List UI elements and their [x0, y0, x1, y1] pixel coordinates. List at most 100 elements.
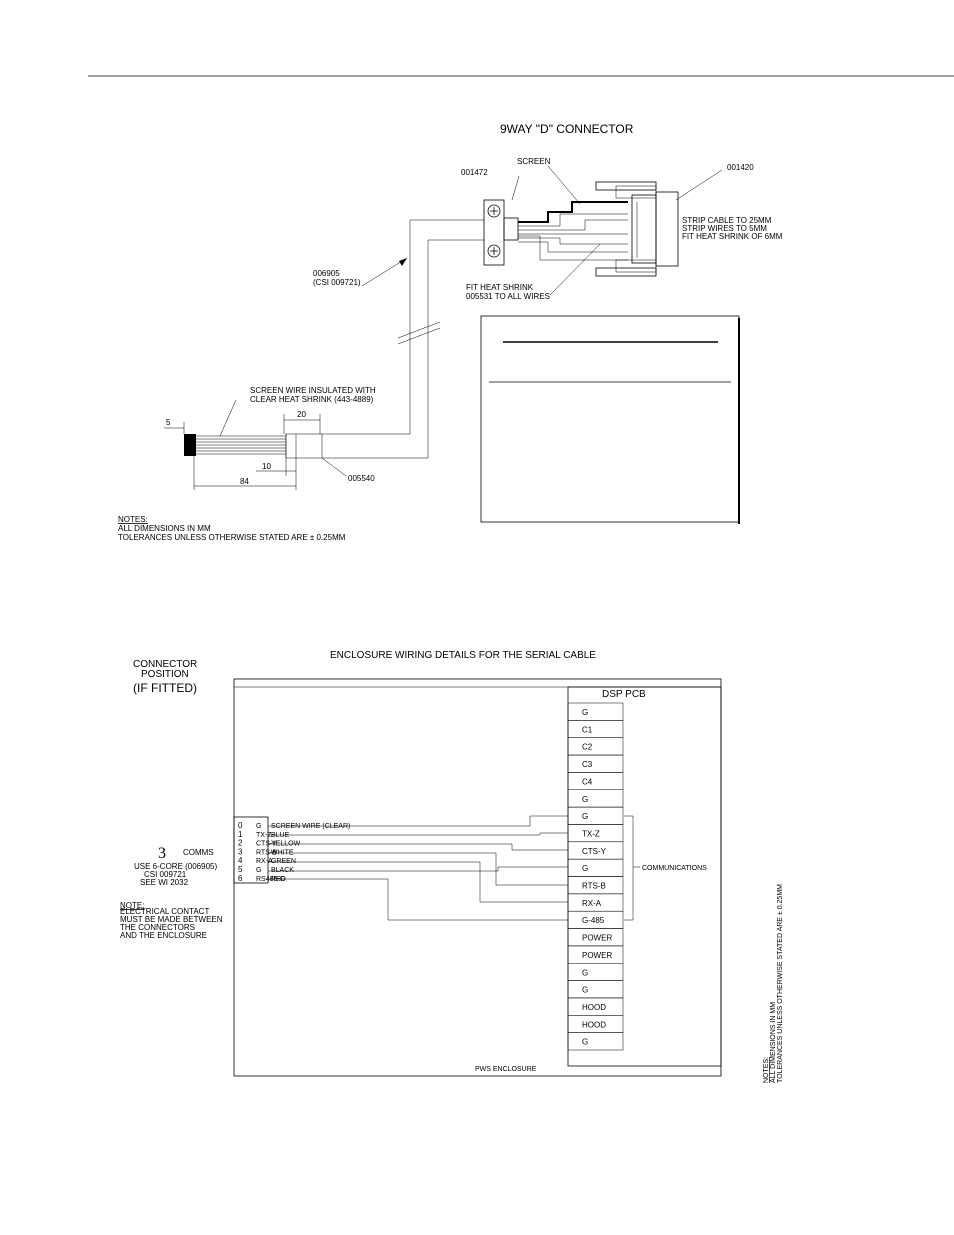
pcb-pin-label: G — [582, 812, 588, 821]
pcb-pin-label: RTS-B — [582, 882, 606, 891]
pcb-pin-box — [567, 858, 624, 877]
note-line-4: AND THE ENCLOSURE — [120, 931, 207, 940]
note-line-2: MUST BE MADE BETWEEN — [120, 915, 223, 924]
pcb-pin-label: C4 — [582, 777, 593, 786]
pcb-pin-label: G — [582, 986, 588, 995]
cable-part-label-2: (CSI 009721) — [313, 278, 361, 287]
leader-001420 — [675, 169, 723, 201]
terminal-number: 4 — [238, 856, 243, 865]
terminal-number: 2 — [238, 839, 243, 848]
d-connector-flange — [655, 191, 679, 267]
cable-outer-top — [322, 219, 484, 435]
pcb-pin-box — [567, 772, 624, 791]
communications-label: COMMUNICATIONS — [642, 865, 707, 872]
wire — [518, 237, 628, 245]
wire — [518, 235, 628, 261]
cable-sleeve — [503, 217, 519, 241]
screen-wire-label-1: SCREEN WIRE INSULATED WITH — [250, 386, 376, 395]
title-block-frame — [480, 315, 740, 523]
route-blue — [268, 832, 568, 836]
pcb-pin-label: CTS-Y — [582, 847, 607, 856]
terminal-signal: RTS-B — [256, 849, 277, 856]
dim-20: 20 — [297, 410, 306, 419]
d-connector-jackpost-bottom — [615, 259, 657, 273]
terminal-signal: RX-A — [256, 858, 273, 865]
terminal-number: 5 — [238, 865, 243, 874]
route-yellow — [268, 843, 568, 851]
notes-line-1: ALL DIMENSIONS IN MM — [118, 524, 211, 533]
terminal-number: 3 — [238, 847, 243, 856]
comms-number: 3 — [158, 845, 166, 862]
rotated-notes-line-2: TOLERANCES UNLESS OTHERWISE STATED ARE ±… — [777, 884, 784, 1083]
rotated-notes-title: NOTES: — [763, 1057, 770, 1083]
enclosure-frame — [233, 678, 722, 1077]
leader-heat-shrink — [549, 243, 601, 296]
cable-run — [322, 219, 484, 459]
comms-bracket — [624, 815, 634, 921]
terminal-number: 0 — [238, 821, 243, 830]
wire-color-label: BLUE — [271, 832, 290, 839]
leader-screen — [547, 165, 581, 205]
pcb-pin-label: G-485 — [582, 916, 605, 925]
strip-note-1: STRIP CABLE TO 25MM — [682, 216, 772, 225]
wire-color-label: BLACK — [271, 867, 294, 874]
comms-label: COMMS — [183, 848, 214, 857]
pcb-pin-list: GC1C2C3C4GGTX-ZCTS-YGRTS-BRX-AG-485POWER… — [567, 702, 624, 1051]
pcb-pin-box — [567, 720, 624, 738]
arrow-icon — [399, 258, 407, 266]
pcb-pin-box — [567, 702, 624, 721]
terminal-signal: G — [256, 823, 261, 830]
use-note-3: SEE WI 2032 — [140, 878, 189, 887]
terminal-signal: RS485-G — [256, 876, 285, 883]
strip-note-3: FIT HEAT SHRINK OF 6MM — [682, 232, 783, 241]
terminal-number: 1 — [238, 830, 243, 839]
label-001472: 001472 — [461, 168, 488, 177]
cable-part-label-1: 006905 — [313, 269, 340, 278]
leader-screen-wire — [219, 399, 237, 437]
routing-wires — [268, 815, 568, 921]
heat-shrink-label-1: FIT HEAT SHRINK — [466, 283, 534, 292]
pcb-pin-label: HOOD — [582, 1003, 606, 1012]
pcb-pin-box — [567, 980, 624, 999]
d-connector-jackpost-top — [615, 185, 657, 199]
wire — [518, 213, 628, 227]
route-red — [268, 878, 568, 921]
dim-5: 5 — [166, 418, 171, 427]
wire-color-label: GREEN — [271, 858, 296, 865]
wire — [518, 241, 628, 253]
notes-title: NOTES: — [118, 515, 148, 524]
pcb-pin-label: C2 — [582, 743, 593, 752]
heat-shrink-sleeve — [285, 433, 323, 459]
wire-color-label: RED — [271, 876, 286, 883]
wire-tips — [184, 434, 196, 456]
wire-color-label: SCREEN WIRE (CLEAR) — [271, 823, 350, 830]
leader-001472 — [511, 175, 520, 201]
stripped-cable-end — [184, 399, 347, 477]
pcb-pin-label: G — [582, 968, 588, 977]
connector-wires — [518, 201, 628, 261]
terminal-block — [233, 816, 269, 884]
use-note-2: CSI 009721 — [144, 870, 187, 879]
pcb-pin-label: C3 — [582, 760, 593, 769]
rotated-notes-line-1: ALL DIMENSIONS IN MM — [770, 1002, 777, 1083]
pcb-pin-label: G — [582, 1038, 588, 1047]
break-mark — [397, 327, 441, 345]
connector-position-1: CONNECTOR — [133, 659, 197, 670]
leader-006905 — [361, 257, 408, 287]
terminal-signal: TX-Z — [256, 832, 272, 839]
pcb-pin-box — [567, 789, 624, 808]
leader-005540 — [321, 457, 347, 477]
pcb-pin-box — [567, 1032, 624, 1051]
dim-84: 84 — [240, 477, 249, 486]
d-connector-shell — [631, 194, 657, 264]
pcb-pin-label: G — [582, 864, 588, 873]
pcb-pin-label: RX-A — [582, 899, 602, 908]
pcb-pin-label: TX-Z — [582, 829, 600, 838]
rotated-notes: NOTES: ALL DIMENSIONS IN MM TOLERANCES U… — [763, 884, 784, 1083]
screw-icon — [487, 244, 501, 258]
cable-outer-bottom — [322, 239, 484, 459]
break-mark — [397, 321, 441, 339]
d-connector — [595, 181, 679, 277]
